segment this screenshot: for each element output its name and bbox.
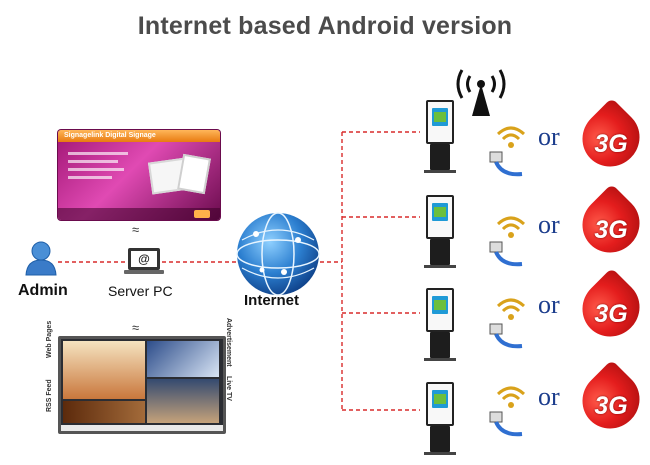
wifi-icon: [496, 386, 526, 408]
chevron-down-icon: ≈: [132, 222, 140, 237]
signage-monitor: [58, 336, 226, 434]
server-pc-base: [124, 270, 164, 274]
web-page-panel: [63, 341, 145, 399]
wifi-icon: [496, 216, 526, 238]
software-login-button: [194, 210, 210, 218]
rss-feed-label: RSS Feed: [46, 379, 53, 412]
advertisement-panel: [147, 341, 219, 377]
3g-badge-label: 3G: [594, 392, 628, 420]
software-window-footer: [58, 208, 220, 220]
globe-icon: [236, 212, 320, 296]
cable-plug-icon: [489, 411, 523, 437]
admin-user-icon: [25, 241, 57, 276]
3g-badge-icon: 3G: [570, 97, 650, 179]
or-label: or: [538, 122, 560, 151]
or-label: or: [538, 290, 560, 319]
cable-plug-icon: [489, 241, 523, 267]
server-pc-icon: @: [128, 248, 160, 270]
admin-label: Admin: [18, 282, 68, 299]
3g-badge-label: 3G: [594, 216, 628, 244]
rss-panel: [63, 401, 145, 423]
web-pages-label: Web Pages: [46, 320, 53, 358]
cable-plug-icon: [489, 151, 523, 177]
or-label: or: [538, 382, 560, 411]
or-label: or: [538, 210, 560, 239]
diagram-title: Internet based Android version: [137, 12, 513, 40]
preview-image-secondary: [177, 153, 211, 195]
advertisement-label: Advertisement: [225, 318, 232, 367]
internet-label: Internet: [244, 292, 300, 309]
3g-badge-icon: 3G: [570, 359, 650, 441]
chevron-down-icon: ≈: [132, 320, 140, 335]
wifi-icon: [496, 126, 526, 148]
software-window-title: Signagelink Digital Signage: [64, 132, 156, 139]
live-tv-label: Live TV: [225, 376, 232, 401]
3g-badge-label: 3G: [594, 300, 628, 328]
software-window: Signagelink Digital Signage: [58, 130, 220, 220]
live-tv-panel: [147, 379, 219, 423]
3g-badge-label: 3G: [594, 130, 628, 158]
cable-plug-icon: [489, 323, 523, 349]
server-screen: @: [131, 251, 157, 267]
antenna-icon: [456, 69, 506, 116]
software-window-titlebar: Signagelink Digital Signage: [58, 130, 220, 142]
ticker-strip: [61, 425, 223, 431]
wifi-icon: [496, 298, 526, 320]
3g-badge-icon: 3G: [570, 267, 650, 349]
3g-badge-icon: 3G: [570, 183, 650, 265]
server-pc-label: Server PC: [108, 283, 173, 299]
